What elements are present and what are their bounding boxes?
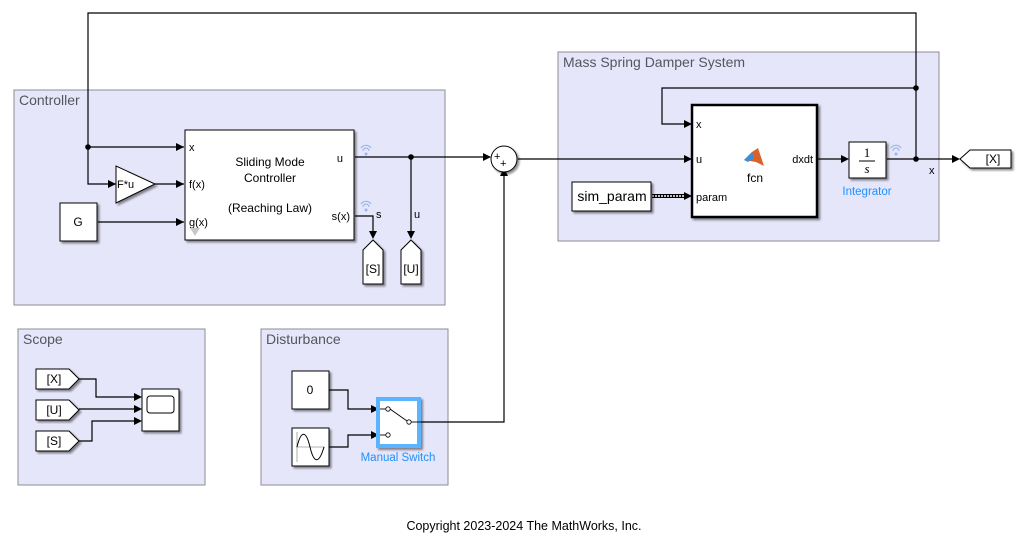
smc-title-line1: Sliding Mode [235, 155, 305, 169]
integrator-denominator: s [864, 161, 869, 176]
integrator-numerator: 1 [864, 145, 871, 160]
copyright-text: Copyright 2023-2024 The MathWorks, Inc. [406, 519, 641, 533]
signal-logging-icon[interactable] [360, 144, 372, 156]
from-u-label: [U] [46, 403, 61, 417]
sum-sign-1: + [494, 151, 500, 163]
x-to-gain-line[interactable] [87, 147, 116, 185]
from-x-to-scope-line[interactable] [79, 378, 134, 398]
goto-u-label: [U] [403, 262, 418, 276]
integrator-block[interactable] [848, 141, 887, 179]
integrator-label: Integrator [842, 186, 891, 198]
from-s-block[interactable] [35, 430, 80, 452]
goto-u-block[interactable] [400, 239, 422, 285]
disturbance-to-sum-line[interactable] [421, 175, 505, 423]
smc-out-port-sx: s(x) [332, 211, 350, 223]
goto-s-block[interactable] [362, 239, 384, 285]
constant-g-label: G [73, 215, 82, 229]
junction-dots [85, 85, 919, 162]
manual-switch-label: Manual Switch [361, 452, 436, 464]
constant-g-block[interactable] [59, 202, 98, 242]
scope-screen-icon [146, 395, 175, 414]
smc-in-port-gx: g(x) [189, 217, 208, 229]
switch-icon [380, 406, 421, 438]
goto-s-label: [S] [366, 262, 381, 276]
feedback-x-line[interactable] [87, 12, 917, 147]
zero-to-switch-line[interactable] [329, 389, 373, 410]
from-s-to-scope-line[interactable] [79, 420, 134, 442]
manual-switch-block[interactable] [376, 397, 421, 448]
fcn-in-port-u: u [696, 154, 702, 166]
goto-x-label: [X] [986, 152, 1001, 166]
smc-out-port-u: u [337, 153, 343, 165]
scope-area-title: Scope [23, 331, 63, 347]
matlab-logo-icon [744, 148, 764, 166]
inner-feedback-line[interactable] [661, 87, 917, 159]
fcn-out-port-dxdt: dxdt [792, 154, 813, 166]
s-line[interactable] [355, 215, 374, 231]
sine-wave-icon [296, 432, 325, 462]
signal-logging-icon[interactable] [890, 144, 902, 156]
from-x-block[interactable] [35, 368, 80, 390]
constant-zero-label: 0 [307, 383, 314, 397]
sliding-mode-controller-block[interactable] [184, 129, 355, 241]
plant-area-title: Mass Spring Damper System [563, 54, 745, 70]
signal-label-s: s [376, 209, 382, 221]
gain-block[interactable] [115, 165, 157, 204]
controller-area-title: Controller [19, 92, 80, 108]
goto-x-block[interactable] [959, 149, 1012, 169]
signal-label-u: u [414, 209, 420, 221]
signal-lines [79, 12, 952, 448]
disturbance-area-title: Disturbance [266, 331, 341, 347]
constant-zero-block[interactable] [291, 370, 330, 410]
fcn-in-port-param: param [696, 192, 727, 204]
sim-param-block[interactable] [571, 181, 652, 212]
smc-in-port-x: x [189, 142, 195, 154]
smc-title-line3: (Reaching Law) [228, 201, 312, 215]
from-u-block[interactable] [35, 399, 80, 421]
from-x-label: [X] [47, 372, 62, 386]
fcn-name-label: fcn [747, 171, 763, 185]
sim-param-label: sim_param [577, 188, 646, 204]
down-arrow-icon [190, 228, 200, 236]
sum-block[interactable] [490, 145, 518, 173]
signal-logging-icon[interactable] [360, 200, 372, 212]
fcn-in-port-x: x [696, 119, 702, 131]
smc-title-line2: Controller [244, 171, 296, 185]
smc-in-port-fx: f(x) [189, 179, 205, 191]
gain-label: F*u [117, 179, 134, 191]
sum-sign-2: + [500, 158, 506, 170]
signal-label-x: x [929, 165, 935, 177]
sine-to-switch-line[interactable] [329, 434, 373, 448]
from-s-label: [S] [47, 434, 62, 448]
